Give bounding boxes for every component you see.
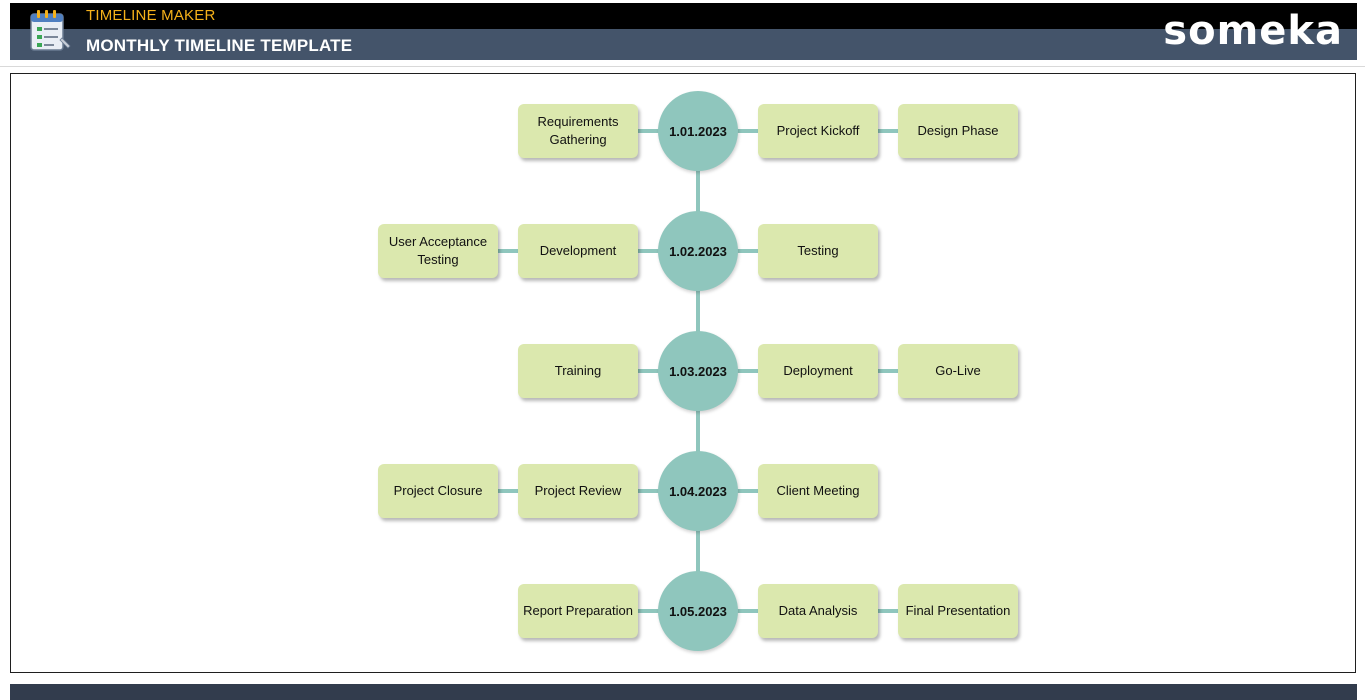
task-box: Project Kickoff bbox=[758, 104, 878, 158]
task-box: Testing bbox=[758, 224, 878, 278]
task-box: Requirements Gathering bbox=[518, 104, 638, 158]
task-box: Project Review bbox=[518, 464, 638, 518]
task-box: Final Presentation bbox=[898, 584, 1018, 638]
date-node: 1.03.2023 bbox=[658, 331, 738, 411]
task-box: Go-Live bbox=[898, 344, 1018, 398]
date-node: 1.05.2023 bbox=[658, 571, 738, 651]
app-title: TIMELINE MAKER bbox=[86, 7, 216, 24]
task-box: Report Preparation bbox=[518, 584, 638, 638]
page-title: MONTHLY TIMELINE TEMPLATE bbox=[86, 36, 353, 55]
footer-bar bbox=[10, 684, 1357, 700]
date-node: 1.02.2023 bbox=[658, 211, 738, 291]
date-node: 1.04.2023 bbox=[658, 451, 738, 531]
task-box: User Acceptance Testing bbox=[378, 224, 498, 278]
left-connector bbox=[578, 369, 698, 373]
task-box: Design Phase bbox=[898, 104, 1018, 158]
date-node: 1.01.2023 bbox=[658, 91, 738, 171]
left-connector bbox=[578, 609, 698, 613]
someka-logo: someka bbox=[1163, 8, 1343, 54]
header-subtitle-bar bbox=[10, 29, 1357, 60]
task-box: Project Closure bbox=[378, 464, 498, 518]
task-box: Training bbox=[518, 344, 638, 398]
task-box: Data Analysis bbox=[758, 584, 878, 638]
header-title-bar bbox=[10, 3, 1357, 29]
task-box: Deployment bbox=[758, 344, 878, 398]
header-divider bbox=[0, 66, 1365, 67]
calendar-checklist-icon bbox=[30, 10, 71, 51]
task-box: Development bbox=[518, 224, 638, 278]
task-box: Client Meeting bbox=[758, 464, 878, 518]
left-connector bbox=[578, 129, 698, 133]
